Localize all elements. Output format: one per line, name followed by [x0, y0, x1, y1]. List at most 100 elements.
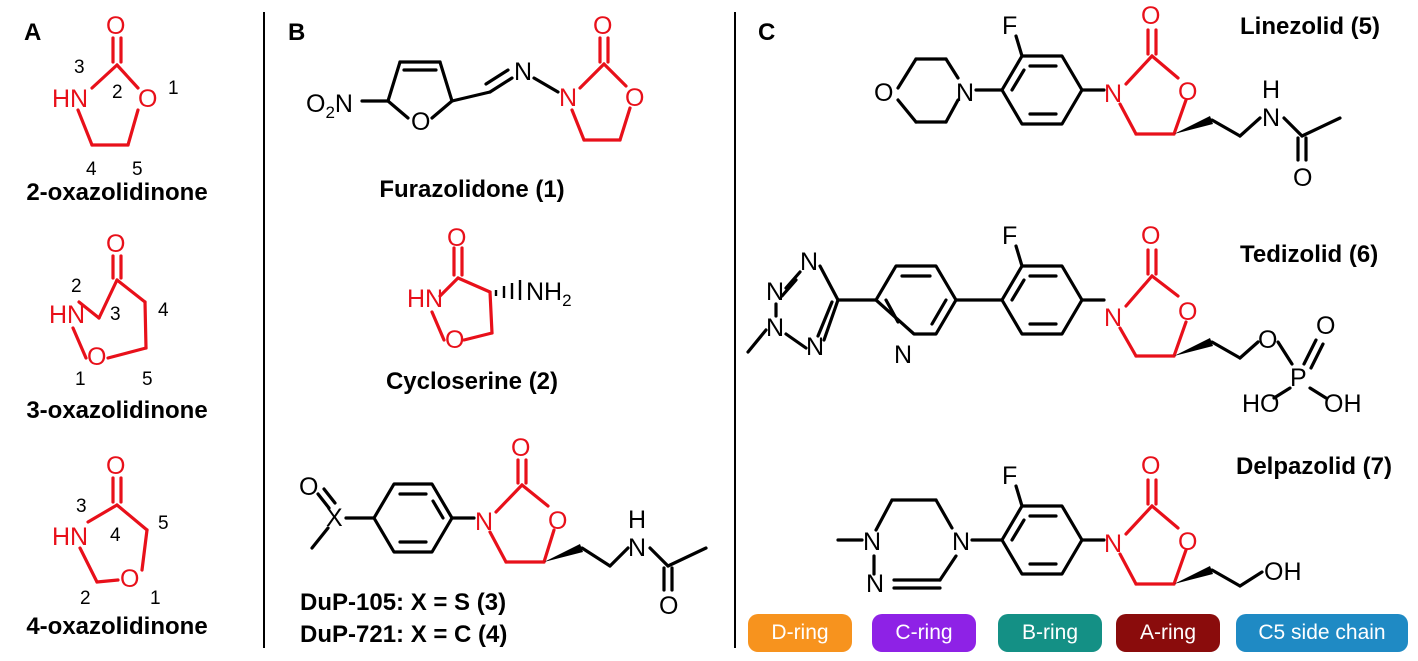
atom-o-carbonyl: O [106, 230, 125, 258]
atom-o-carbonyl: O [1141, 452, 1160, 480]
legend-b-ring: B-ring [998, 614, 1102, 652]
atom-n-ring2: N [952, 528, 970, 556]
locant-1: 1 [150, 588, 161, 609]
atom-o-carbonyl: O [511, 434, 530, 462]
locant-5: 5 [142, 369, 153, 390]
structure-delpazolid: N N N F N O O OH [836, 452, 1302, 598]
wedge-bond [1174, 566, 1213, 584]
atom-n-tz3: N [766, 314, 784, 342]
structure-linezolid: O N F N O O H N O [874, 2, 1342, 192]
atom-oh: OH [1324, 390, 1362, 418]
structure-4-oxazolidinone: O HN O 3 4 5 2 1 [52, 452, 169, 609]
name-furazolidone: Furazolidone (1) [379, 176, 564, 203]
atom-n-tz4: N [806, 333, 824, 361]
name-tedizolid: Tedizolid (6) [1240, 241, 1378, 268]
atom-o-ring: O [445, 326, 464, 354]
atom-o-ring: O [548, 507, 567, 535]
locant-4: 4 [158, 300, 169, 321]
atom-nh-h: H [1262, 76, 1280, 104]
atom-n-tz1: N [766, 278, 784, 306]
locant-3: 3 [74, 57, 85, 78]
locant-5: 5 [132, 159, 143, 180]
structure-furazolidone: O2N O N N O O [306, 12, 644, 142]
panel-letter-b: B [288, 19, 305, 46]
atom-o-amide: O [659, 592, 678, 620]
panel-letter-a: A [24, 19, 41, 46]
atom-x: X [326, 504, 343, 532]
atom-n-ring: N [1104, 80, 1122, 108]
legend-c-ring: C-ring [872, 614, 976, 652]
atom-n-tz2: N [800, 248, 818, 276]
legend-c5-side-chain: C5 side chain [1236, 614, 1408, 652]
structure-tedizolid: N N N N N F N O O [746, 222, 1362, 418]
atom-o-carbonyl: O [1141, 2, 1160, 30]
atom-o-carbonyl: O [447, 224, 466, 252]
atom-p: P [1290, 364, 1307, 392]
panel-letter-c: C [758, 19, 775, 46]
atom-o-carbonyl: O [106, 12, 125, 40]
locant-3: 3 [110, 304, 121, 325]
atom-n-ring: N [1104, 530, 1122, 558]
amine-group-label: NH2 [526, 278, 572, 310]
atom-hn: HN [52, 85, 88, 113]
legend-d-ring: D-ring [748, 614, 852, 652]
locant-2: 2 [71, 276, 82, 297]
locant-2: 2 [80, 588, 91, 609]
atom-n-imine: N [866, 570, 884, 598]
atom-f: F [1002, 12, 1017, 40]
atom-f: F [1002, 222, 1017, 250]
name-dup-721: DuP-721: X = C (4) [300, 621, 507, 648]
atom-nh-h: H [628, 506, 646, 534]
structure-3-oxazolidinone: O HN O 2 3 4 1 5 [49, 230, 169, 390]
name-delpazolid: Delpazolid (7) [1236, 453, 1392, 480]
atom-n-pyridine: N [894, 341, 912, 369]
structure-cycloserine: O HN O NH2 [407, 224, 572, 354]
wedge-bond [1174, 338, 1213, 356]
atom-n-ring: N [559, 84, 577, 112]
atom-hn: HN [49, 301, 85, 329]
atom-hn: HN [52, 523, 88, 551]
locant-2: 2 [112, 82, 123, 103]
atom-o-morpholine: O [874, 79, 893, 107]
atom-f: F [1002, 462, 1017, 490]
atom-o-ring: O [138, 85, 157, 113]
name-4-oxazolidinone: 4-oxazolidinone [26, 613, 207, 640]
nitro-group-label: O2N [306, 90, 353, 122]
locant-4: 4 [110, 525, 121, 546]
hashed-wedge [494, 280, 522, 300]
atom-n-imine: N [514, 58, 532, 86]
atom-o-carbonyl: O [1141, 222, 1160, 250]
locant-1: 1 [168, 78, 179, 99]
atom-o-ring: O [625, 84, 644, 112]
atom-o-carbonyl: O [106, 452, 125, 480]
structure-dup: O X N O O H N O [299, 434, 708, 620]
atom-nh-n: N [1262, 104, 1280, 132]
atom-hn: HN [407, 285, 443, 313]
atom-n-morpholine: N [956, 79, 974, 107]
name-dup-105: DuP-105: X = S (3) [300, 589, 506, 616]
atom-o-phosphoryl: O [1316, 312, 1335, 340]
atom-nh-n: N [628, 534, 646, 562]
legend-a-ring: A-ring [1116, 614, 1220, 652]
atom-o-furan: O [411, 108, 430, 136]
atom-n-ring: N [475, 508, 493, 536]
atom-o-amide: O [1293, 164, 1312, 192]
atom-o-ring: O [120, 565, 139, 593]
name-linezolid: Linezolid (5) [1240, 13, 1380, 40]
atom-o-ring: O [87, 343, 106, 371]
locant-3: 3 [76, 496, 87, 517]
atom-o-sulfoxide: O [299, 473, 318, 501]
atom-n-ring: N [1104, 304, 1122, 332]
atom-o-ring: O [1178, 78, 1197, 106]
atom-n-methyl: N [863, 528, 881, 556]
name-cycloserine: Cycloserine (2) [386, 368, 558, 395]
locant-5: 5 [158, 513, 169, 534]
atom-o-ring: O [1178, 528, 1197, 556]
locant-4: 4 [86, 159, 97, 180]
atom-oh: OH [1264, 558, 1302, 586]
atom-o-carbonyl: O [593, 12, 612, 40]
name-3-oxazolidinone: 3-oxazolidinone [26, 397, 207, 424]
locant-1: 1 [75, 369, 86, 390]
atom-ho: HO [1242, 390, 1280, 418]
